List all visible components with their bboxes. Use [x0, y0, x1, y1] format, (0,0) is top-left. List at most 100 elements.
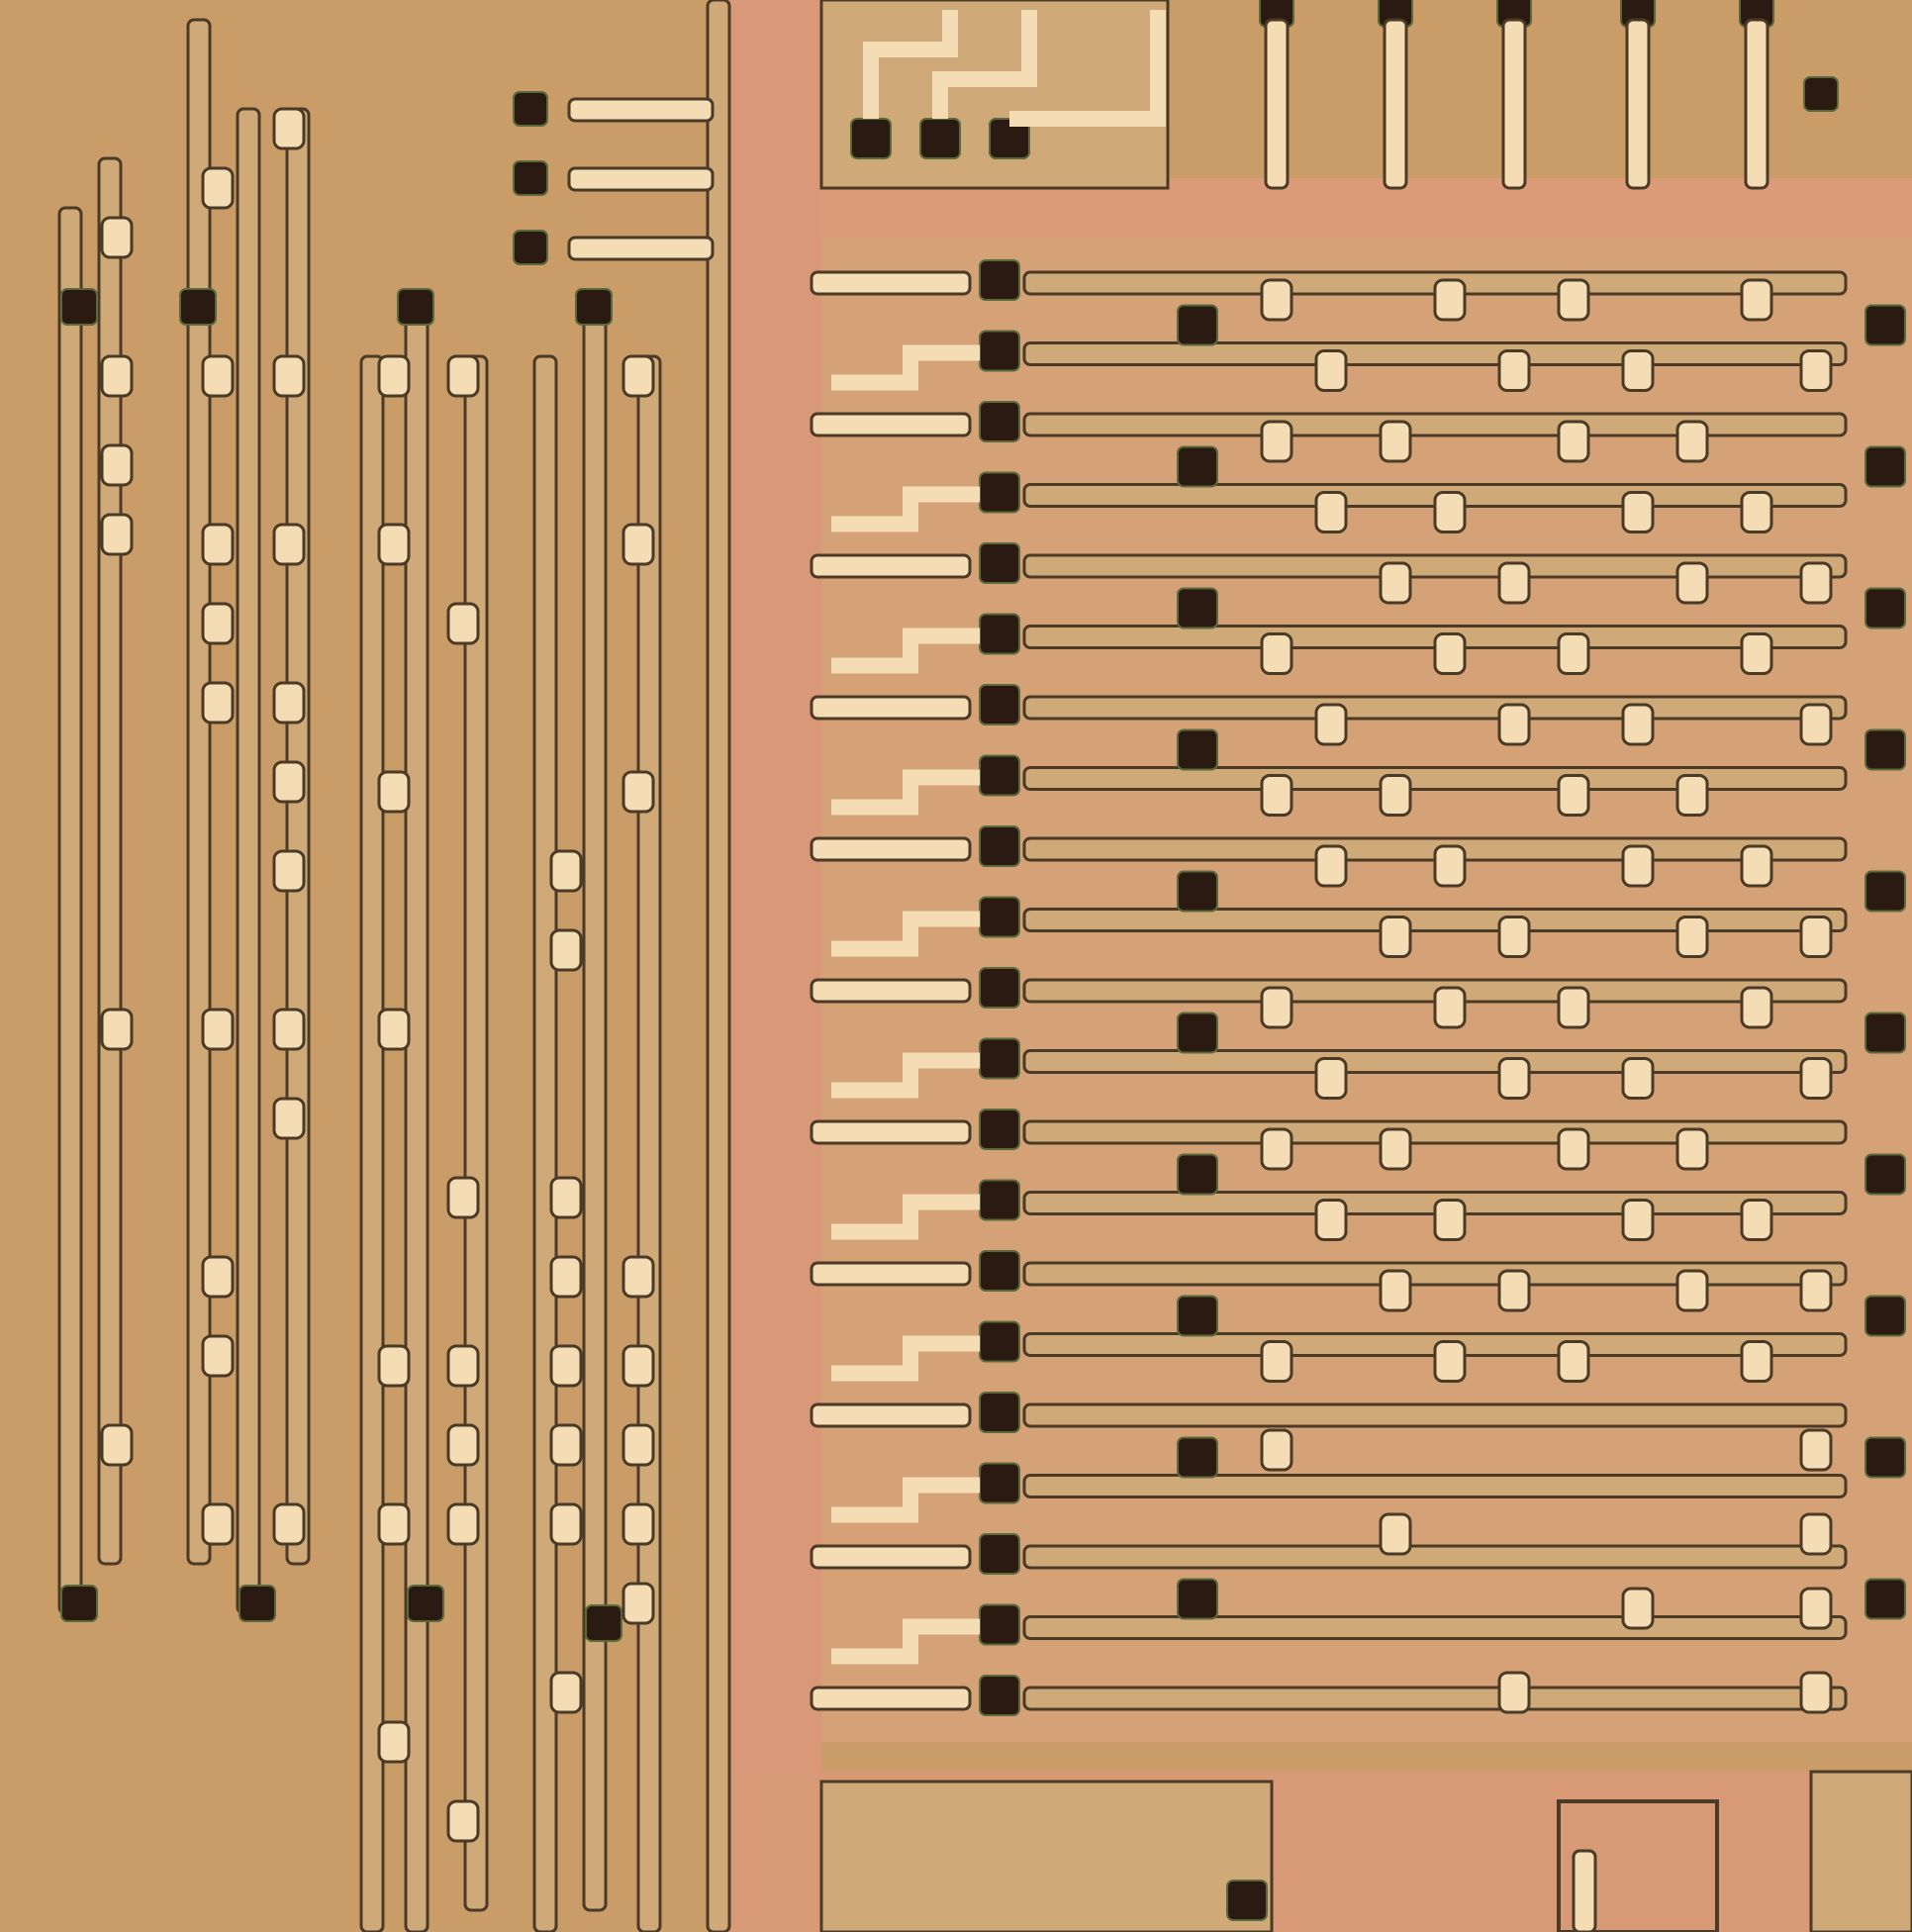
driver-pad-6: [979, 684, 1020, 725]
array-via-45: [1497, 1057, 1531, 1100]
array-via-39: [1799, 916, 1833, 958]
array-via-12: [1314, 491, 1348, 533]
left-via-29: [377, 1502, 411, 1546]
driver-bar-14: [810, 1261, 972, 1287]
array-row-20: [1022, 1686, 1848, 1711]
row-right-pad-13: [1864, 1153, 1906, 1196]
left-via-27: [377, 1008, 411, 1051]
top-pin-4: [1744, 18, 1769, 190]
array-via-66: [1379, 1512, 1412, 1556]
left-via-6: [201, 166, 235, 210]
array-via-57: [1497, 1269, 1531, 1312]
driver-bar-10: [810, 978, 972, 1004]
array-via-3: [1740, 278, 1773, 322]
left-contact-pad-4: [60, 1585, 98, 1622]
array-via-64: [1260, 1428, 1293, 1472]
left-via-33: [446, 1176, 480, 1219]
left-via-38: [549, 849, 583, 893]
array-via-47: [1799, 1057, 1833, 1100]
left-via-11: [201, 1008, 235, 1051]
left-via-13: [201, 1334, 235, 1378]
array-via-40: [1260, 986, 1293, 1029]
bottom-pin: [1572, 1849, 1597, 1932]
left-via-18: [272, 681, 306, 724]
left-via-37: [446, 1799, 480, 1843]
array-via-6: [1621, 349, 1655, 392]
bottom-frame: [1557, 1799, 1719, 1932]
driver-jog-5: [831, 628, 980, 674]
top-wire-2: [1009, 10, 1166, 127]
array-via-9: [1379, 420, 1412, 463]
left-via-46: [621, 354, 655, 398]
left-via-35: [446, 1423, 480, 1467]
left-via-3: [100, 513, 134, 556]
driver-pad-14: [979, 1250, 1020, 1292]
driver-pad-4: [979, 542, 1020, 584]
row-right-pad-9: [1864, 870, 1906, 913]
left-via-39: [549, 928, 583, 972]
array-via-49: [1379, 1127, 1412, 1171]
row-right-pad-15: [1864, 1295, 1906, 1337]
driver-pad-10: [979, 967, 1020, 1009]
left-via-23: [272, 1502, 306, 1546]
left-via-30: [377, 1720, 411, 1764]
array-via-21: [1433, 632, 1467, 675]
array-via-26: [1621, 703, 1655, 746]
left-via-34: [446, 1344, 480, 1388]
top-pin-3: [1625, 18, 1651, 190]
left-via-15: [272, 107, 306, 150]
array-row-7: [1022, 766, 1848, 791]
array-via-62: [1557, 1340, 1590, 1383]
left-via-45: [549, 1671, 583, 1714]
array-via-69: [1799, 1587, 1833, 1630]
array-via-53: [1433, 1199, 1467, 1241]
left-via-2: [100, 443, 134, 487]
driver-jog-13: [831, 1194, 980, 1240]
row-left-pad-5: [1177, 587, 1218, 629]
row-right-pad-11: [1864, 1012, 1906, 1054]
row-left-pad-11: [1177, 1012, 1218, 1054]
row-left-pad-3: [1177, 445, 1218, 488]
array-via-61: [1433, 1340, 1467, 1383]
left-via-14: [201, 1502, 235, 1546]
left-via-24: [377, 354, 411, 398]
array-via-25: [1497, 703, 1531, 746]
row-right-pad-3: [1864, 445, 1906, 488]
driver-jog-19: [831, 1618, 980, 1665]
row-left-pad-1: [1177, 304, 1218, 346]
left-via-51: [621, 1423, 655, 1467]
driver-bar-6: [810, 695, 972, 721]
top-left-stubs: [513, 91, 715, 265]
left-via-48: [621, 770, 655, 814]
array-via-22: [1557, 632, 1590, 675]
driver-bar-18: [810, 1544, 972, 1570]
row-right-pad-17: [1864, 1436, 1906, 1479]
driver-bar-12: [810, 1119, 972, 1145]
array-via-58: [1675, 1269, 1709, 1312]
left-vertical-lines: [57, 0, 731, 1932]
left-via-17: [272, 523, 306, 566]
left-via-49: [621, 1255, 655, 1299]
array-via-38: [1675, 916, 1709, 958]
stub-pad-2: [513, 230, 548, 265]
left-via-20: [272, 849, 306, 893]
vertical-line-2: [186, 18, 212, 1566]
array-via-2: [1557, 278, 1590, 322]
left-via-52: [621, 1502, 655, 1546]
vertical-line-11: [706, 0, 731, 1932]
row-right-pad-7: [1864, 728, 1906, 771]
array-via-34: [1621, 844, 1655, 888]
vertical-line-5: [359, 354, 385, 1932]
stub-bar-0: [567, 97, 715, 123]
left-via-28: [377, 1344, 411, 1388]
top-vertical-pins: [1259, 0, 1839, 190]
array-via-68: [1621, 1587, 1655, 1630]
row-left-pad-13: [1177, 1153, 1218, 1196]
array-row-12: [1022, 1119, 1848, 1145]
array-via-0: [1260, 278, 1293, 322]
driver-pad-16: [979, 1392, 1020, 1433]
left-via-7: [201, 354, 235, 398]
stub-bar-2: [567, 236, 715, 261]
driver-jog-9: [831, 911, 980, 957]
driver-jog-17: [831, 1477, 980, 1523]
